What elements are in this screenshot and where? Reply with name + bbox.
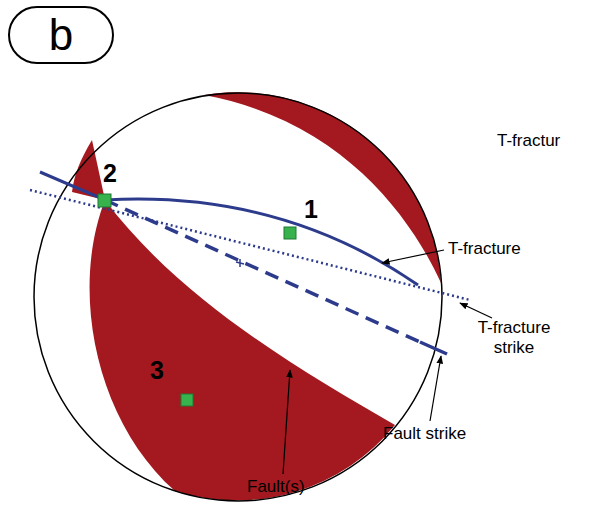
observation-point bbox=[98, 194, 111, 207]
panel-letter: b bbox=[49, 13, 73, 57]
compression-quadrant bbox=[72, 140, 105, 200]
callout-number: 1 bbox=[304, 194, 318, 224]
feature-label: T-fracture strike bbox=[462, 318, 566, 359]
leader-line bbox=[283, 370, 290, 474]
callout-number: 3 bbox=[150, 355, 164, 385]
heading-fragment: T-fractur bbox=[497, 131, 560, 151]
compression-quadrant bbox=[204, 92, 441, 283]
callout-number: 2 bbox=[103, 158, 117, 188]
feature-label: Fault(s) bbox=[247, 477, 305, 497]
focal-sphere-outline bbox=[34, 93, 442, 501]
observation-point bbox=[181, 394, 193, 406]
t-fracture-strike-line bbox=[30, 190, 470, 300]
feature-label: Fault strike bbox=[383, 424, 466, 444]
leader-line bbox=[430, 356, 441, 421]
t-fracture-trace bbox=[40, 172, 418, 285]
observation-point bbox=[284, 227, 296, 239]
fault-strike-line bbox=[420, 342, 447, 354]
leader-line bbox=[382, 250, 444, 263]
panel-letter-box: b bbox=[8, 6, 114, 64]
fault-strike-line bbox=[105, 200, 420, 342]
centre-mark bbox=[236, 259, 244, 267]
feature-label: T-fracture bbox=[448, 239, 521, 259]
leader-line bbox=[460, 303, 492, 318]
